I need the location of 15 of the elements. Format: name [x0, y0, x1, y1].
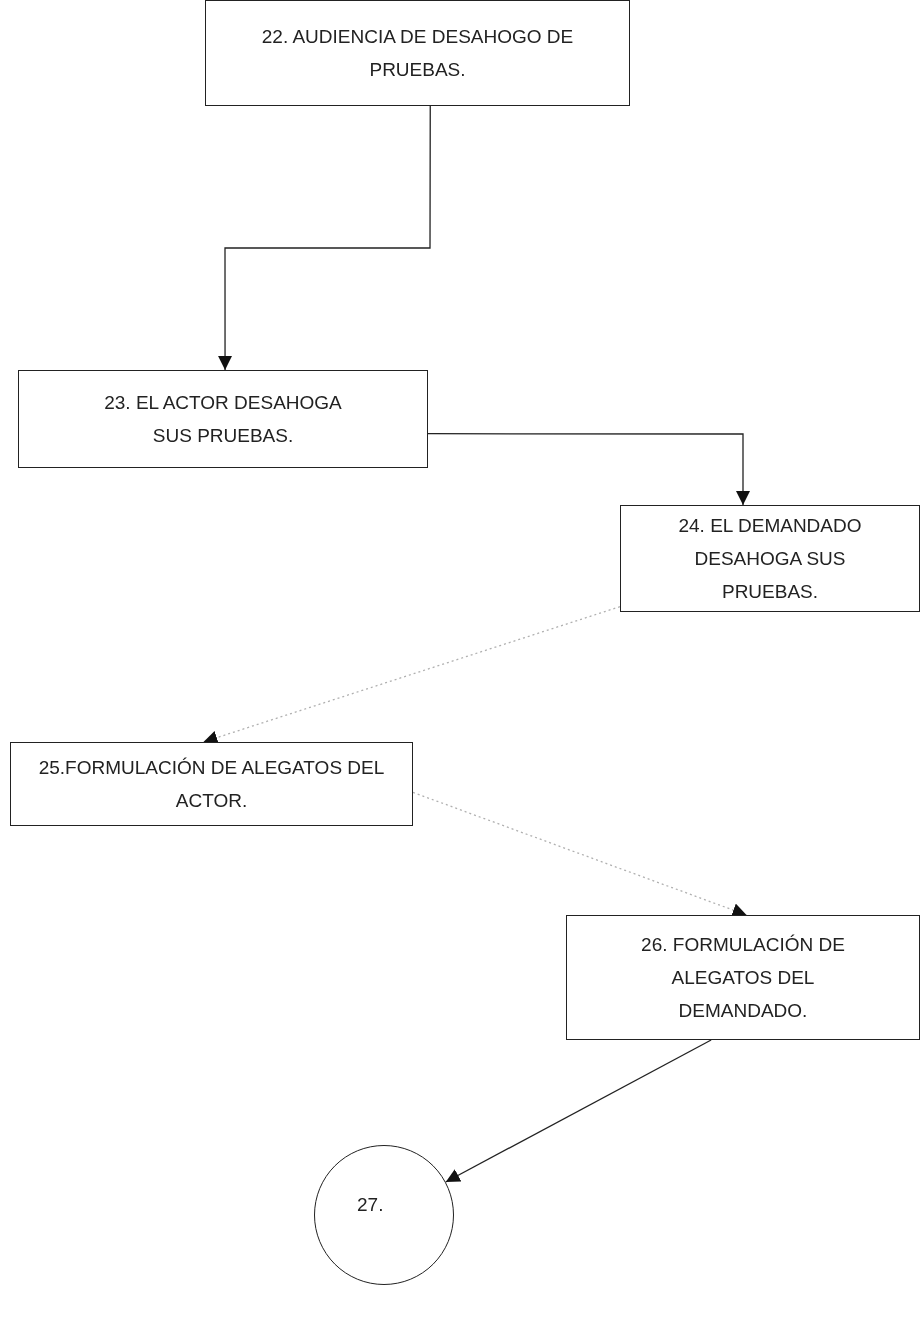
arrow [445, 1039, 712, 1183]
step-text: 24. EL DEMANDADO DESAHOGA SUS PRUEBAS. [677, 514, 863, 604]
step-text: 23. EL ACTOR DESAHOGA SUS PRUEBAS. [103, 391, 343, 448]
step-text: 25.FORMULACIÓN DE ALEGATOS DEL ACTOR. [37, 756, 386, 813]
step-text: 26. FORMULACIÓN DE ALEGATOS DEL DEMANDADO. [640, 933, 846, 1023]
process-box [620, 505, 920, 612]
process-box [566, 915, 920, 1040]
arrow [427, 433, 750, 506]
step-text: 27. [357, 1193, 384, 1217]
arrow [218, 105, 431, 371]
process-box [10, 742, 413, 826]
step-text: 22. AUDIENCIA DE DESAHOGO DE PRUEBAS. [260, 25, 575, 82]
process-box [18, 370, 428, 468]
arrow [412, 791, 748, 917]
process-box [205, 0, 630, 106]
